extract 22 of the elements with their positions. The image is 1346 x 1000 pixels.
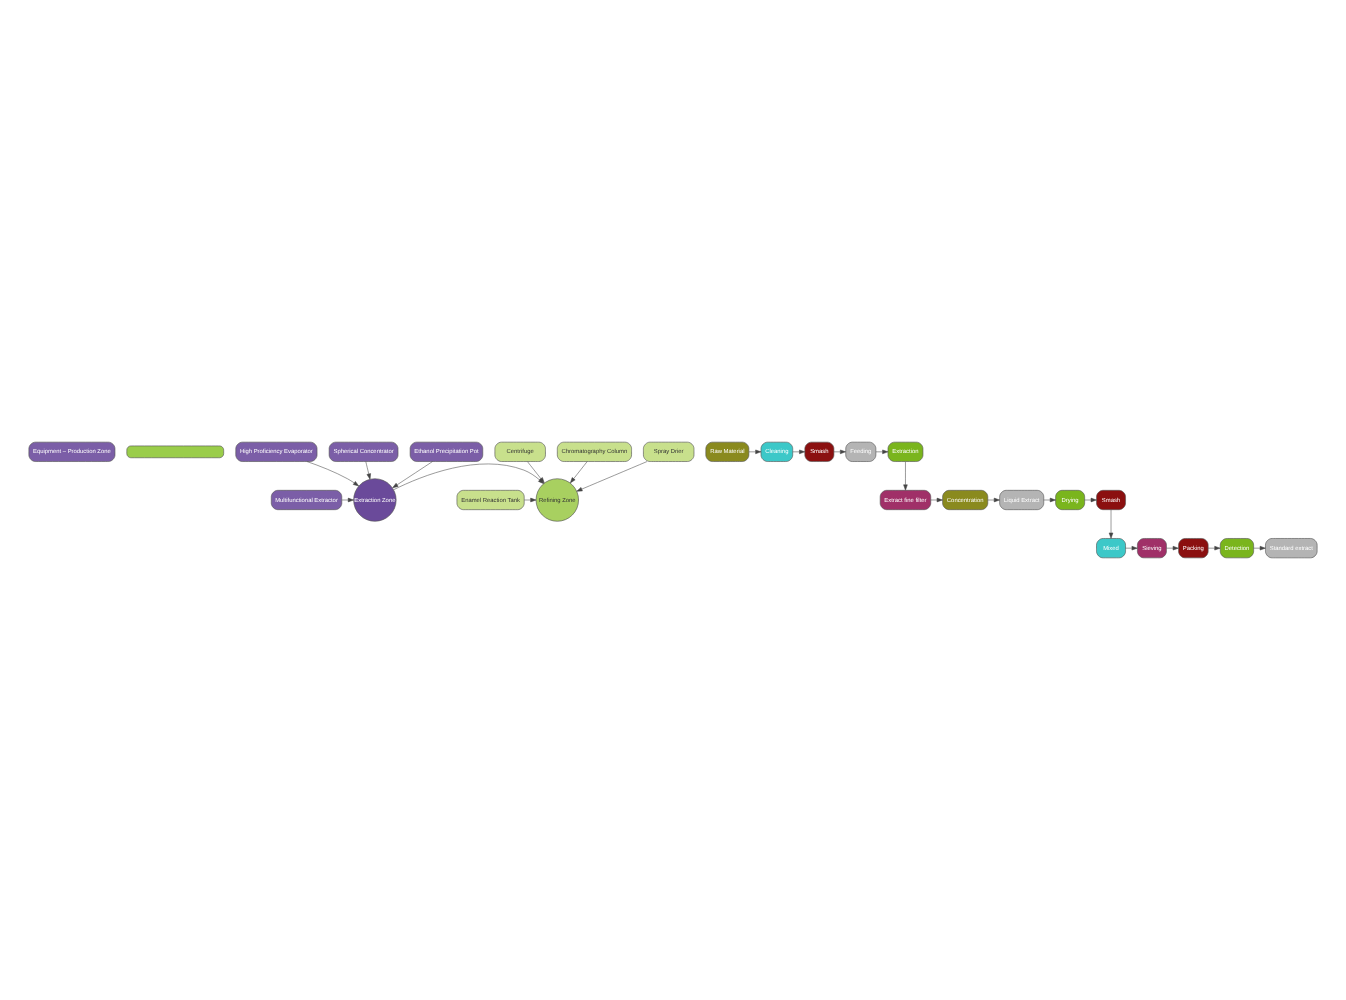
arrow <box>748 449 762 454</box>
arrow <box>987 497 1000 503</box>
arrow <box>341 497 354 503</box>
arrow <box>1108 509 1114 539</box>
arrow <box>903 461 908 491</box>
arrow <box>1043 497 1056 503</box>
arrow <box>875 449 889 454</box>
arrow <box>1207 546 1221 551</box>
arrow <box>1125 546 1138 551</box>
arrow <box>365 461 371 480</box>
arrow <box>792 449 806 454</box>
arrow <box>524 497 537 503</box>
arrow <box>576 461 648 492</box>
node-box <box>126 445 224 459</box>
arrow <box>392 461 433 489</box>
arrow <box>833 449 846 454</box>
arrow <box>930 497 943 503</box>
arrow <box>570 461 588 484</box>
arrow <box>1253 546 1266 551</box>
arrow <box>306 461 359 487</box>
arrow <box>1166 546 1179 551</box>
arrow <box>1084 497 1097 503</box>
